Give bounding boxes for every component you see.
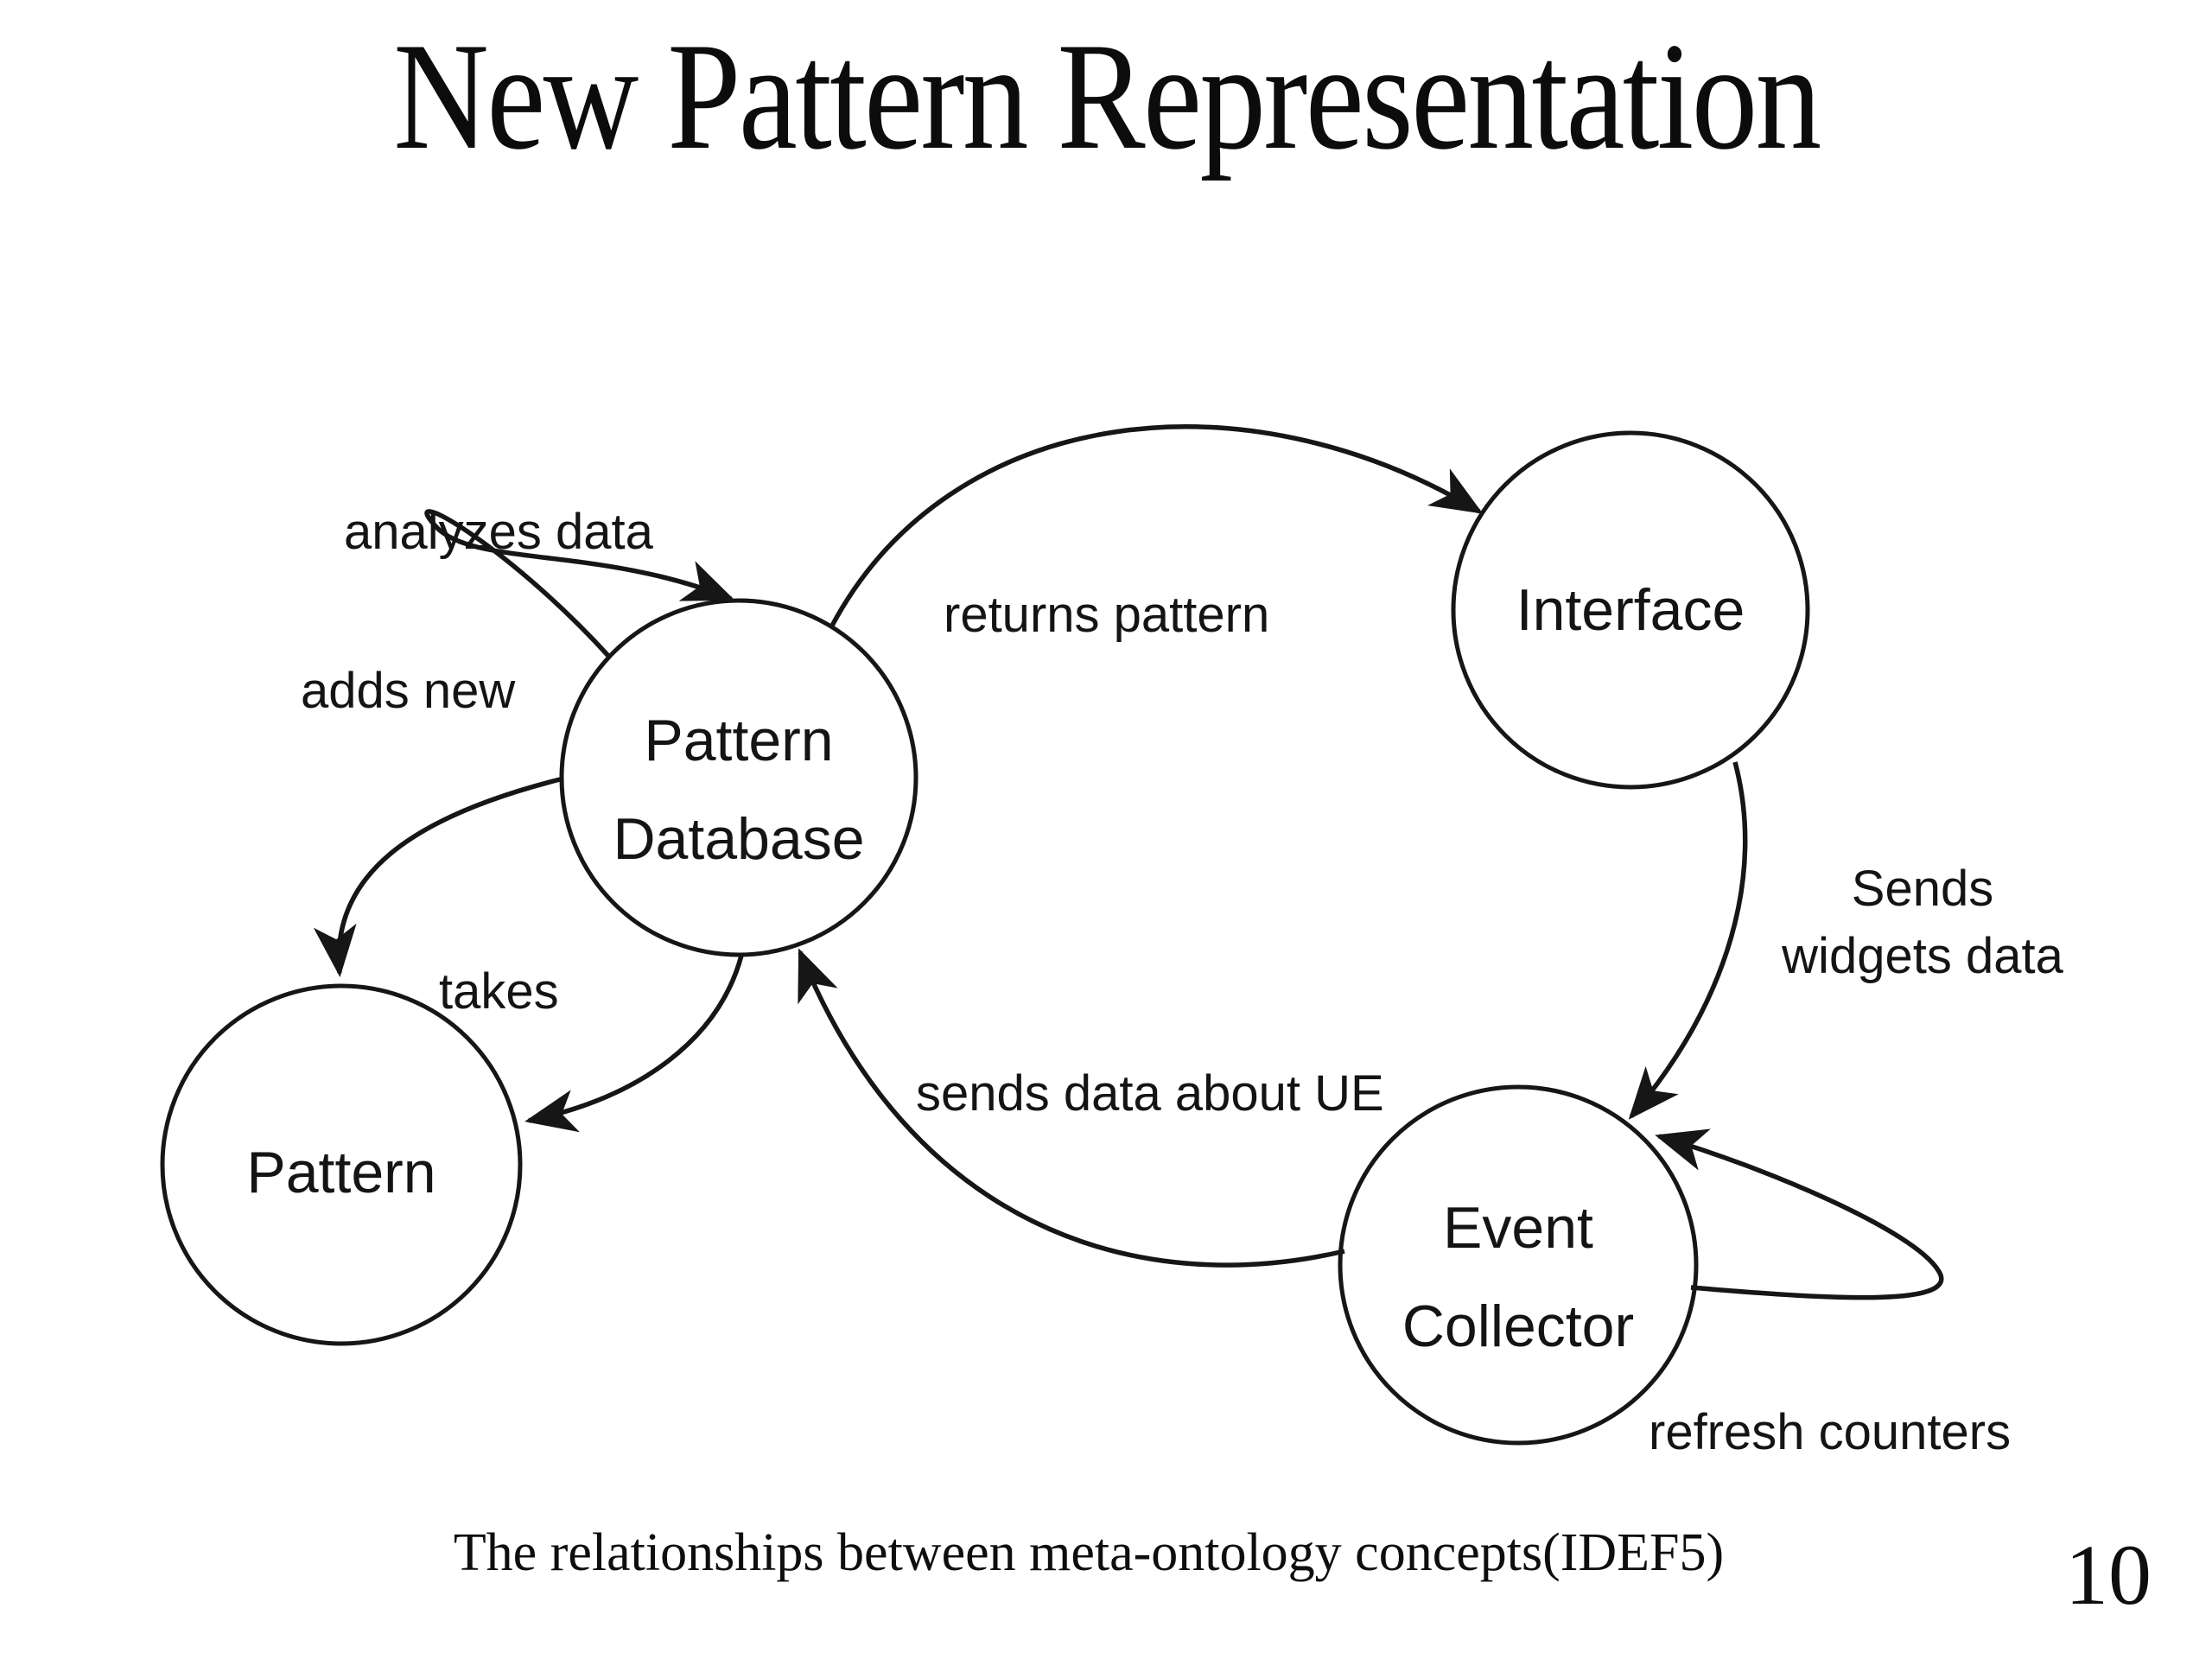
node-label-pattern: Pattern <box>246 1140 436 1205</box>
edge-adds-new <box>313 777 561 977</box>
node-label-pattern-database-line2: Database <box>613 806 865 872</box>
edge-sends-data-about-ue <box>798 948 1345 1268</box>
edge-analyzes-data-self-loop <box>424 509 735 658</box>
node-event-collector-circle <box>1338 1084 1699 1446</box>
edge-label-analyzes-data: analyzes data <box>344 504 653 560</box>
edge-sends-widgets-data <box>1628 761 1748 1120</box>
slide-title: New Pattern Representation <box>0 7 2212 185</box>
node-interface-circle <box>1451 430 1810 790</box>
node-pattern-database-circle <box>559 598 918 957</box>
edge-label-sends-widgets-data-line2: widgets data <box>1782 928 2063 984</box>
edge-refresh-counters-self-loop <box>1655 1128 1944 1300</box>
edge-label-refresh-counters: refresh counters <box>1649 1404 2012 1460</box>
page-number: 10 <box>2065 1527 2152 1623</box>
slide-title-text: New Pattern Representation <box>392 10 1821 181</box>
edge-label-takes: takes <box>439 963 559 1020</box>
edge-label-sends-widgets-data: Sends widgets data <box>1754 855 2091 990</box>
slide-caption: The relationships between meta-ontology … <box>453 1523 1725 1582</box>
node-label-event-collector-line1: Event <box>1443 1195 1593 1261</box>
edge-label-sends-widgets-data-line1: Sends <box>1851 861 1994 917</box>
node-label-interface: Interface <box>1516 577 1745 643</box>
node-label-event-collector-line2: Collector <box>1402 1294 1635 1359</box>
node-label-pattern-database-line1: Pattern <box>644 708 834 773</box>
edge-takes <box>524 955 744 1133</box>
node-pattern-circle <box>160 983 523 1346</box>
edge-label-adds-new: adds new <box>301 663 516 719</box>
node-label-event-collector: Event Collector <box>1259 1179 1777 1376</box>
edge-label-sends-data-about-ue: sends data about UE <box>916 1065 1384 1122</box>
node-label-pattern-database: Pattern Database <box>480 691 998 888</box>
edge-returns-pattern <box>830 424 1484 627</box>
edge-label-returns-pattern: returns pattern <box>944 587 1270 643</box>
